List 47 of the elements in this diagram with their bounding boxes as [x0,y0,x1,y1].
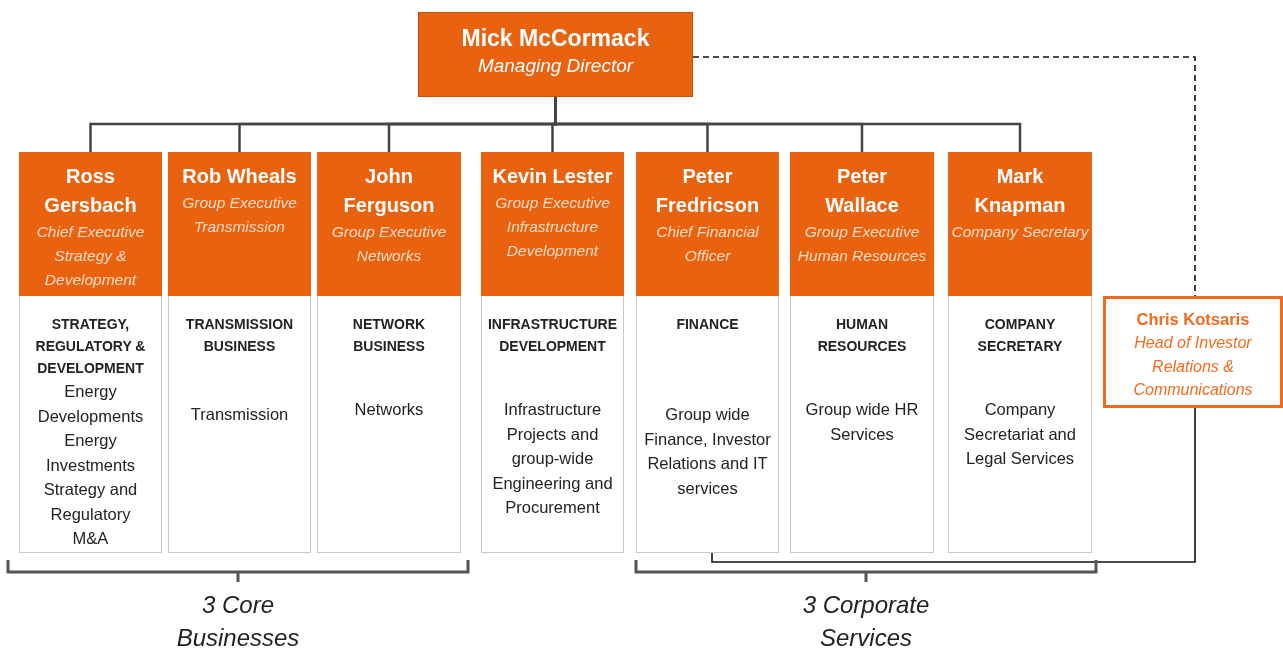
job-title: Group Executive Human Resources [796,222,928,266]
department-description: Transmission [189,404,290,425]
org-box [317,152,461,553]
org-box [418,12,693,97]
department-description: Networks [353,399,425,420]
org-box [481,152,624,553]
org-box [19,152,162,553]
org-box [168,152,311,553]
org-box [790,152,934,553]
department-heading: STRATEGY, REGULATORY & DEVELOPMENT [34,315,147,378]
person-name: Ross Gersbach [43,164,138,218]
job-title: Group Executive Infrastructure Development [494,193,611,261]
department-description: Strategy and Regulatory [42,479,139,525]
department-description: Group wide Finance, Investor Relations and IT services [643,404,772,499]
job-title: Chief Financial Officer [655,222,760,266]
person-name: Rob Wheals [181,164,298,189]
job-title: Chief Executive Strategy & Development [35,222,146,290]
department-description: Infrastructure Projects and group-wide Engineering and Procurement [491,399,614,518]
person-name: Peter Wallace [824,164,900,218]
department-heading: INFRASTRUCTURE DEVELOPMENT [486,315,619,356]
department-description: Energy Investments [45,430,136,476]
job-title: Group Executive Networks [330,222,448,266]
person-name: Mick McCormack [460,25,651,52]
department-heading: NETWORK BUSINESS [351,315,427,356]
connector-line [711,407,1196,563]
person-name: Kevin Lester [491,164,614,189]
group-label: 3 Corporate Services [801,590,931,650]
department-description: Company Secretariat and Legal Services [963,399,1077,469]
job-title: Company Secretary [950,222,1090,242]
department-heading: COMPANY SECRETARY [976,315,1064,356]
person-name: Chris Kotsaris [1135,309,1251,330]
person-name: John Ferguson [342,164,436,218]
department-heading: FINANCE [675,315,740,334]
person-name: Mark Knapman [973,164,1067,218]
department-heading: TRANSMISSION BUSINESS [184,315,295,356]
department-description: Group wide HR Services [804,399,920,445]
person-name: Peter Fredricson [654,164,761,218]
job-title: Group Executive Transmission [181,193,298,237]
org-box [948,152,1092,553]
side-box [1103,296,1283,408]
group-label: 3 Core Businesses [175,590,301,650]
job-title: Head of Investor Relations & Communications [1132,333,1254,400]
job-title: Managing Director [476,55,635,77]
department-description: M&A [71,528,110,549]
org-box [636,152,779,553]
department-description: Energy Developments [36,381,145,427]
department-heading: HUMAN RESOURCES [816,315,908,356]
